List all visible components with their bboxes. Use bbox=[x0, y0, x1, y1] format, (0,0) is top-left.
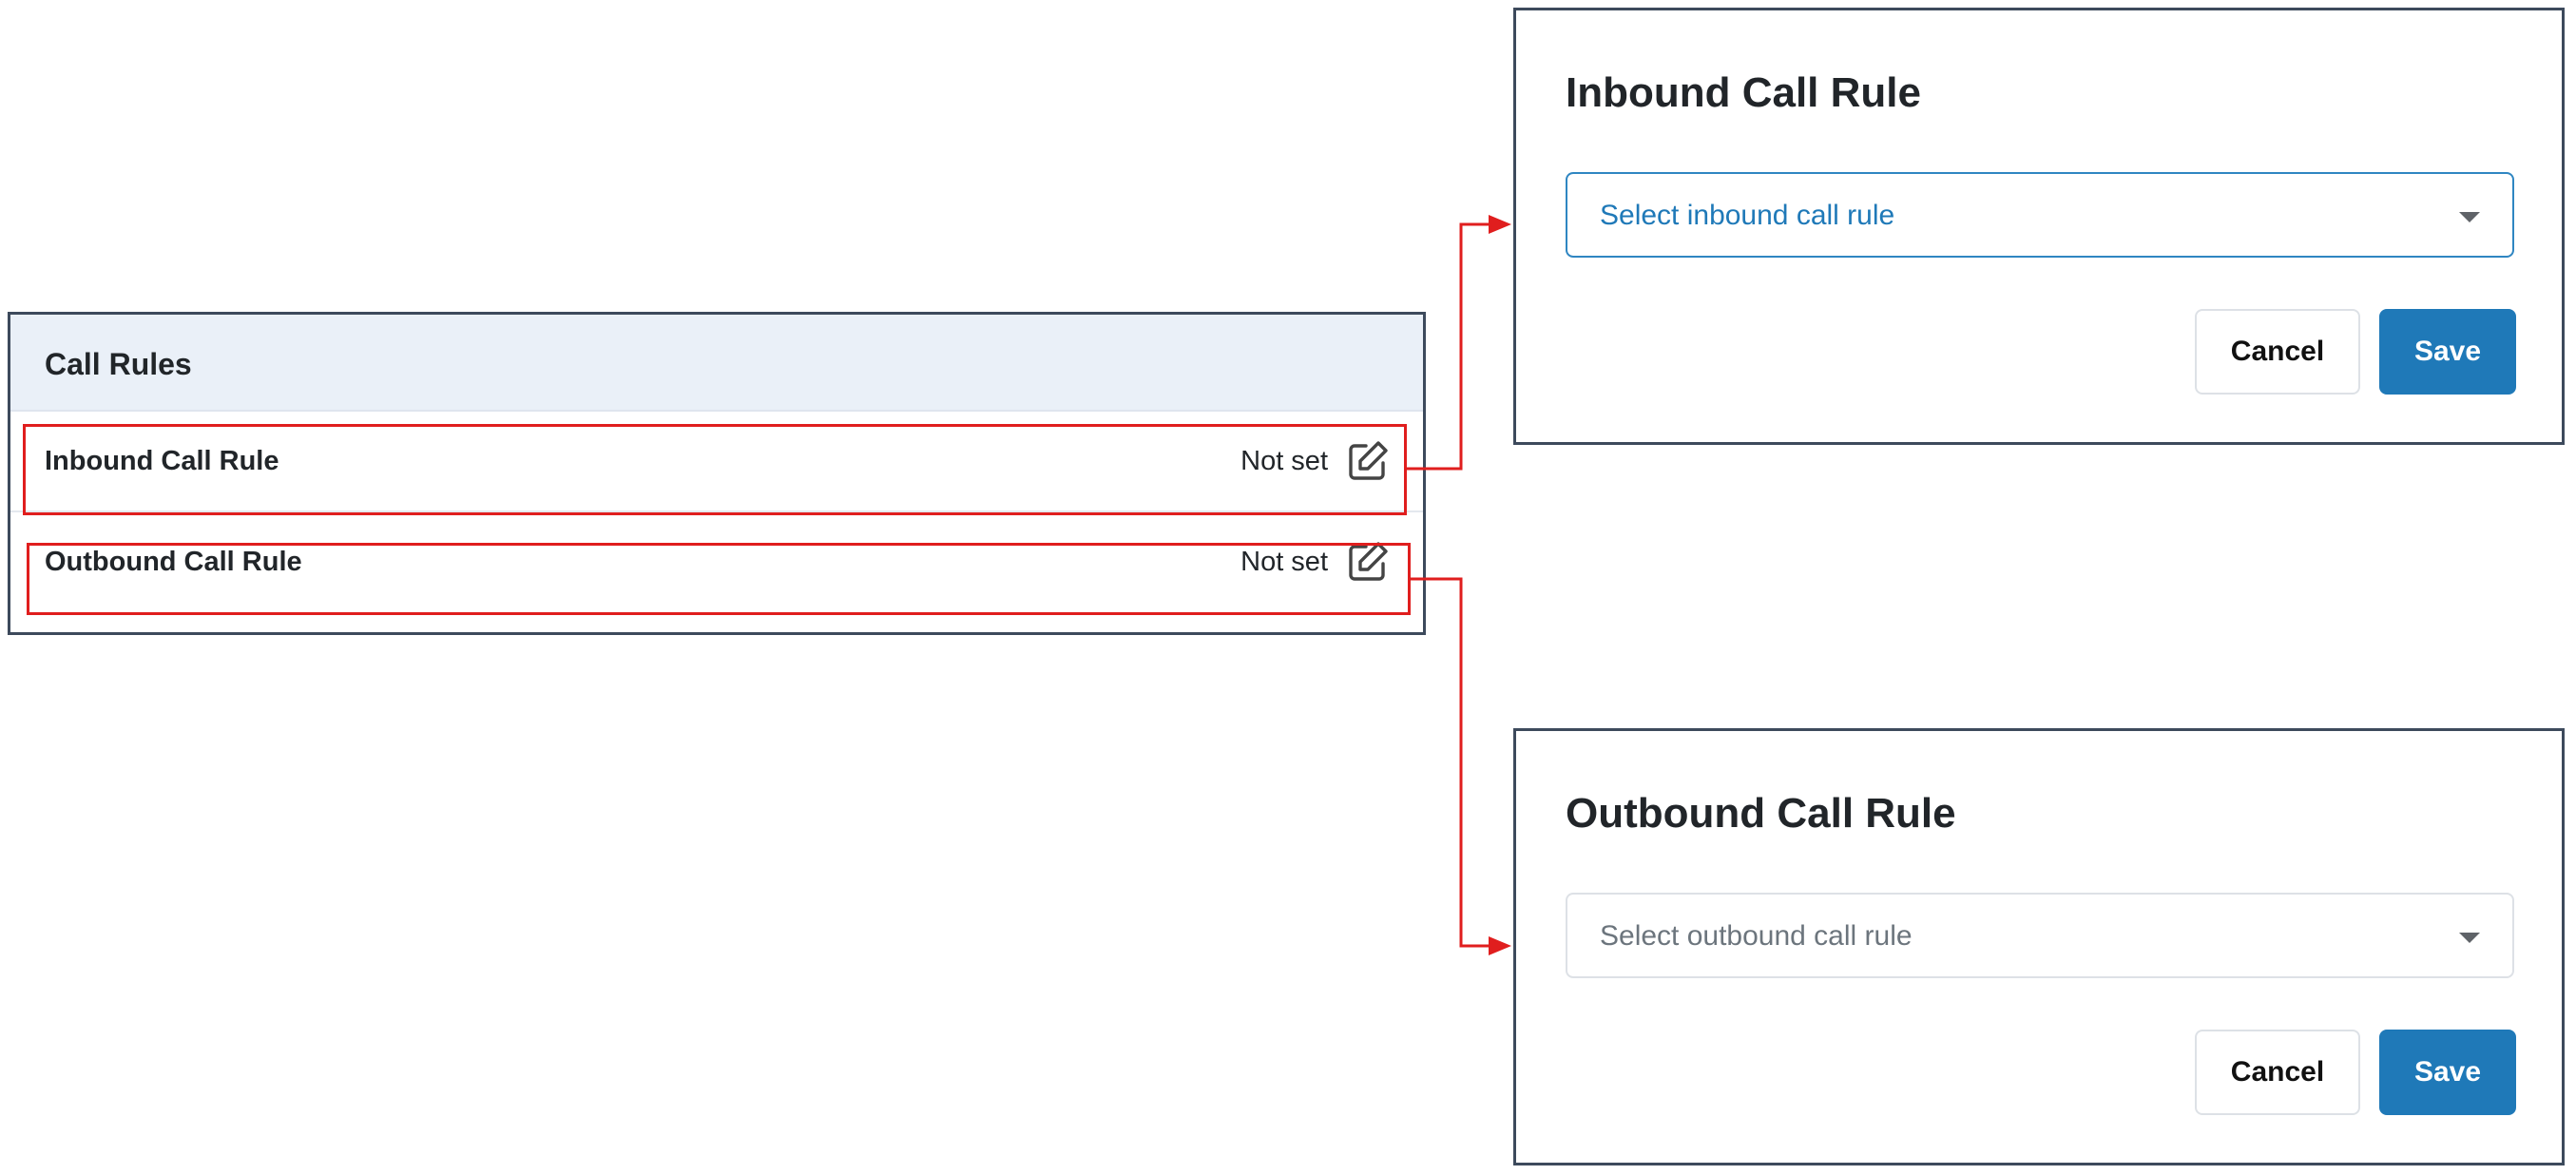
row-label: Inbound Call Rule bbox=[45, 446, 279, 476]
call-rules-card: Call Rules Inbound Call Rule Not set Out… bbox=[8, 312, 1426, 635]
row-label: Outbound Call Rule bbox=[45, 547, 302, 577]
call-rule-row-inbound: Inbound Call Rule Not set bbox=[10, 412, 1423, 512]
chevron-down-icon bbox=[2459, 212, 2480, 222]
save-button[interactable]: Save bbox=[2379, 1030, 2516, 1115]
card-title: Call Rules bbox=[45, 347, 192, 381]
save-button[interactable]: Save bbox=[2379, 309, 2516, 395]
arrowhead-outbound bbox=[1489, 936, 1511, 955]
cancel-button[interactable]: Cancel bbox=[2195, 1030, 2360, 1115]
modal-title: Inbound Call Rule bbox=[1566, 69, 1921, 116]
select-placeholder: Select outbound call rule bbox=[1600, 920, 1913, 952]
cancel-button[interactable]: Cancel bbox=[2195, 309, 2360, 395]
select-placeholder: Select inbound call rule bbox=[1600, 200, 1895, 231]
row-value: Not set bbox=[1240, 547, 1328, 577]
outbound-rule-select[interactable]: Select outbound call rule bbox=[1566, 893, 2514, 978]
edit-icon[interactable] bbox=[1345, 438, 1391, 484]
chevron-down-icon bbox=[2459, 933, 2480, 943]
call-rule-row-outbound: Outbound Call Rule Not set bbox=[10, 512, 1423, 611]
modal-title: Outbound Call Rule bbox=[1566, 790, 1956, 837]
arrowhead-inbound bbox=[1489, 215, 1511, 234]
edit-icon[interactable] bbox=[1345, 539, 1391, 585]
outbound-call-rule-modal: Outbound Call Rule Select outbound call … bbox=[1513, 728, 2565, 1165]
card-header: Call Rules bbox=[10, 315, 1423, 412]
inbound-call-rule-modal: Inbound Call Rule Select inbound call ru… bbox=[1513, 8, 2565, 445]
inbound-rule-select[interactable]: Select inbound call rule bbox=[1566, 172, 2514, 258]
row-value: Not set bbox=[1240, 446, 1328, 476]
